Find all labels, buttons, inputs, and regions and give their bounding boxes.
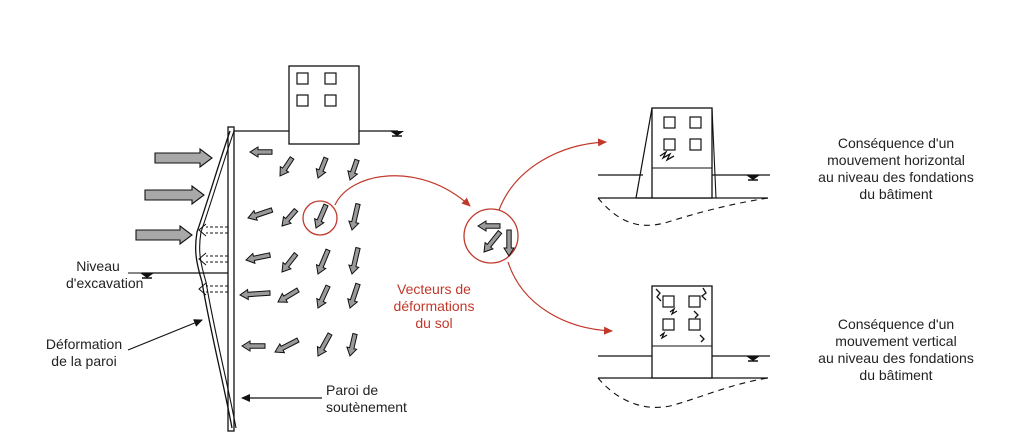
highlight-circle-small (302, 200, 338, 236)
deformed-wall-profile (195, 130, 237, 429)
label-line: Conséquence d'un (837, 135, 955, 151)
horizontal-case-building (635, 107, 717, 199)
label-line: Conséquence d'un (837, 316, 955, 332)
label-line: déformations (393, 298, 475, 314)
arrow-to-vertical-case (507, 261, 613, 335)
label-line: du bâtiment (859, 186, 933, 202)
soil-vector (315, 156, 329, 179)
soil-vector (347, 158, 360, 181)
soil-vector (315, 248, 331, 275)
dashed-displacement-arrow (198, 252, 228, 266)
ground-level-marker-icon (390, 131, 404, 137)
retaining-wall-label: Paroi de soutènement (326, 382, 426, 416)
label-line: mouvement vertical (835, 333, 957, 349)
highlight-circle-large (463, 208, 519, 264)
soil-vector (313, 203, 329, 229)
soil-vector (239, 288, 271, 301)
label-line: Niveau (76, 258, 120, 274)
soil-vector (347, 282, 361, 309)
excavation-level-marker-icon (140, 273, 154, 279)
wall-displacement-arrows (198, 223, 228, 296)
soil-vector (281, 207, 299, 227)
horizontal-case-level-marker-icon (746, 175, 760, 181)
label-line: Vecteurs de (397, 281, 471, 297)
retaining-wall (227, 126, 235, 432)
soil-vector (241, 340, 266, 352)
label-line: Déformation (45, 336, 123, 352)
soil-vector (249, 146, 273, 158)
soil-vector (281, 251, 299, 273)
dashed-displacement-arrow (198, 223, 228, 237)
soil-vector-field (239, 146, 361, 357)
soil-vectors-label: Vecteurs de déformations du sol (378, 281, 490, 332)
label-line: du sol (415, 315, 453, 331)
label-line: Paroi de (326, 382, 379, 398)
soil-vector (247, 207, 274, 221)
soil-vector (245, 252, 271, 265)
label-line: soutènement (326, 399, 407, 415)
zoom-vector (503, 229, 515, 257)
soil-vector (316, 332, 333, 357)
vertical-case-level-marker-icon (746, 356, 760, 362)
soil-vector (346, 332, 358, 357)
zoom-vector (483, 229, 503, 253)
soil-vector (279, 156, 295, 177)
vertical-case-building (651, 285, 713, 379)
soil-vector (348, 246, 361, 275)
horizontal-consequence-label: Conséquence d'un mouvement horizontal au… (800, 135, 992, 203)
soil-vector (316, 284, 331, 309)
soil-vector (274, 337, 300, 354)
soil-vector (348, 202, 361, 231)
wall-deformation-label: Déformation de la paroi (40, 336, 128, 370)
soil-vector (277, 287, 300, 303)
pressure-arrow (144, 184, 205, 206)
zoomed-vectors (477, 220, 515, 257)
label-line: d'excavation (66, 275, 144, 291)
vertical-consequence-label: Conséquence d'un mouvement vertical au n… (800, 316, 992, 384)
zoom-arrow (334, 175, 471, 207)
label-line: au niveau des fondations (818, 350, 974, 366)
zoom-vector (477, 220, 501, 232)
label-line: du bâtiment (859, 367, 933, 383)
dashed-displacement-arrow (198, 282, 228, 296)
wall-deformation-leader-line (127, 319, 203, 351)
arrow-to-horizontal-case (498, 138, 607, 211)
label-line: de la paroi (51, 353, 117, 369)
pressure-arrow (154, 147, 213, 169)
earth-pressure-arrows (135, 147, 213, 246)
excavation-level-label: Niveau d'excavation (66, 258, 144, 292)
pressure-arrow (135, 224, 193, 246)
label-line: au niveau des fondations (818, 169, 974, 185)
building-left (288, 65, 360, 145)
label-line: mouvement horizontal (827, 152, 965, 168)
